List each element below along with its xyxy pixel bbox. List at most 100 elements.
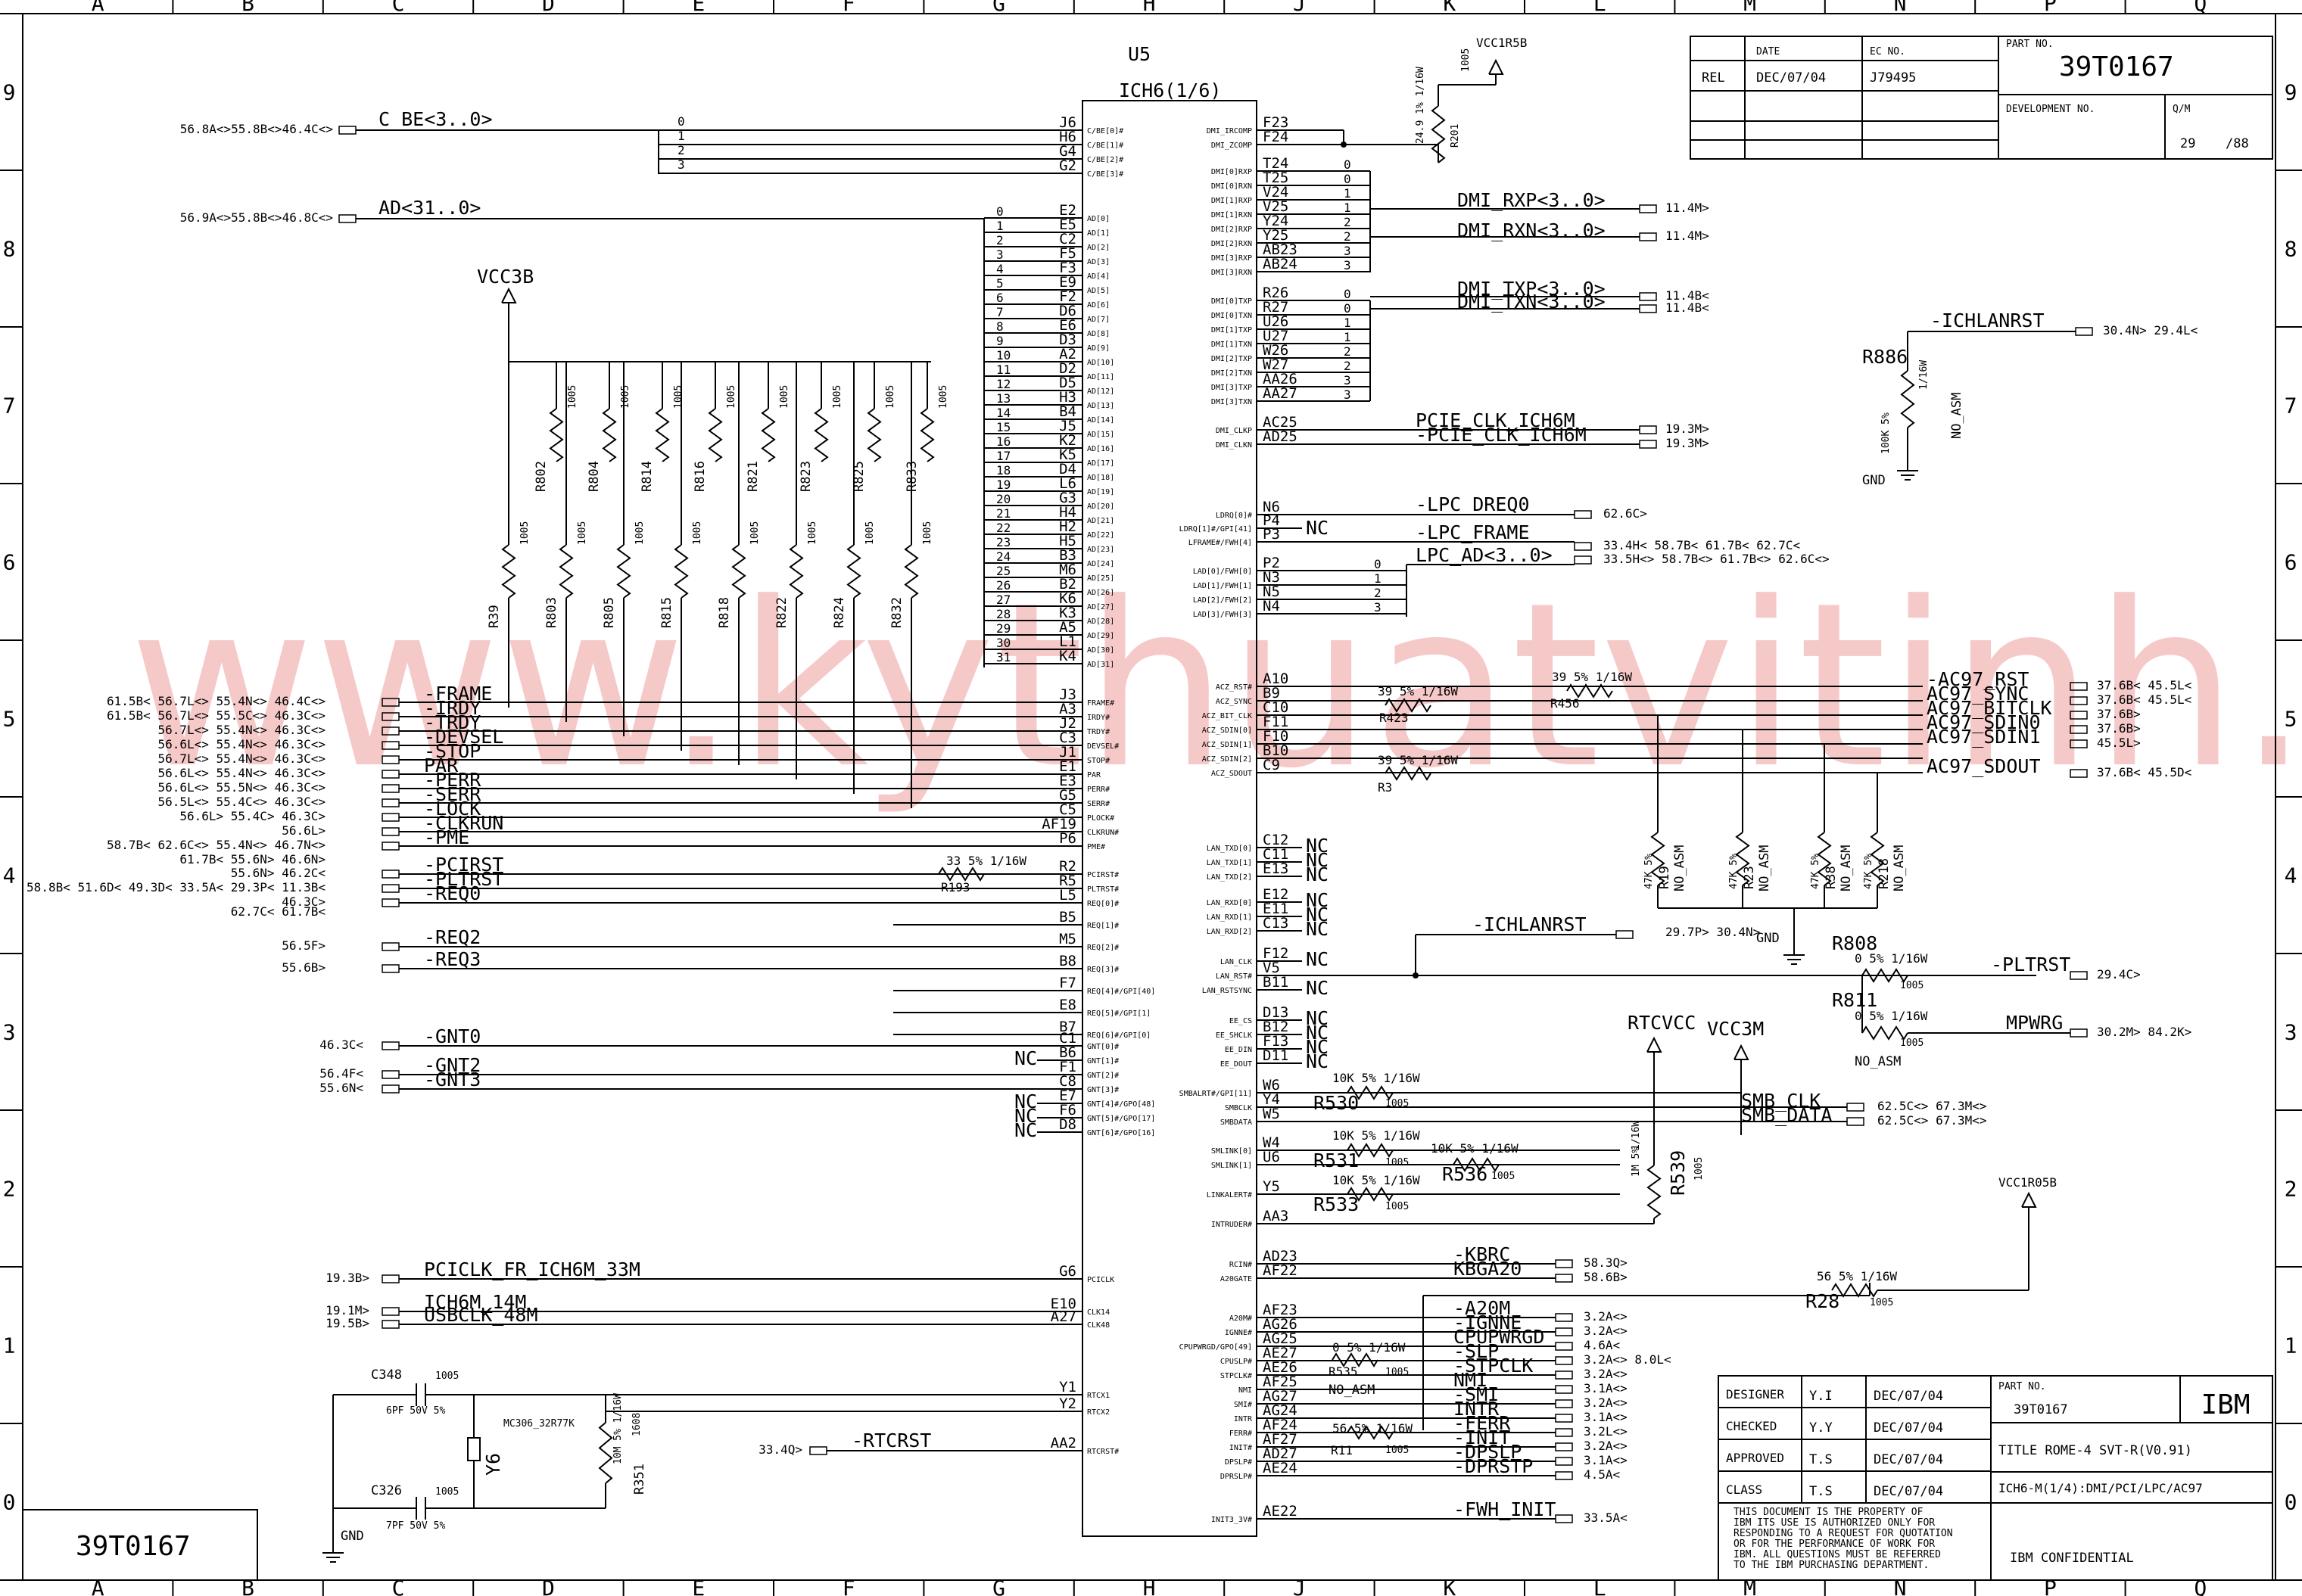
- pin-name: AD[31]: [1087, 661, 1114, 669]
- resistor-r539: [1646, 1165, 1662, 1219]
- pin-name: INTR: [1234, 1415, 1253, 1423]
- resistor-pkg: 1005: [634, 521, 646, 545]
- pin-name: DPRSLP#: [1220, 1473, 1252, 1481]
- pin-number: R5: [1059, 873, 1076, 889]
- bus-index: 27: [996, 593, 1011, 607]
- pin-name: LAN_RXD[1]: [1207, 913, 1252, 922]
- pin-name: CPUPWRGD/GPO[49]: [1179, 1343, 1252, 1352]
- bus-index: 5: [996, 276, 1004, 291]
- pin-number: D13: [1263, 1004, 1288, 1021]
- net-ref: 19.3B>: [326, 1271, 369, 1285]
- notice-line: IBM. ALL QUESTIONS MUST BE REFERRED: [1734, 1549, 1941, 1560]
- resistor-pkg: 1005: [1693, 1157, 1705, 1181]
- pin-number: A10: [1263, 670, 1288, 687]
- net-ref: 3.2A<>: [1584, 1367, 1628, 1381]
- resistor-refdes: R805: [602, 597, 617, 628]
- pin-number: F1: [1059, 1059, 1076, 1075]
- signal-name: -GNT3: [424, 1069, 481, 1090]
- pin-number: F11: [1263, 714, 1288, 730]
- pin-name: LAN_RSTSYNC: [1202, 987, 1252, 995]
- off-sheet-connector: [382, 1070, 400, 1079]
- ec-number: J79495: [1870, 70, 1916, 86]
- resistor-refdes: R821: [746, 461, 761, 492]
- pin-number: C10: [1263, 699, 1288, 716]
- no-connect: NC: [1306, 517, 1329, 539]
- pin-number: F2: [1059, 288, 1076, 305]
- resistor-value: 100K 5%: [1880, 412, 1892, 454]
- grid-row-label: 5: [3, 707, 16, 732]
- net-ref: 62.5C<> 67.3M<>: [1877, 1113, 1987, 1128]
- no-asm-label: NO_ASM: [1949, 393, 1964, 439]
- signal-name: -FWH_INIT: [1453, 1498, 1556, 1520]
- ground-label: GND: [1862, 473, 1886, 488]
- resistor-value: 39 5% 1/16W: [1552, 670, 1632, 684]
- notice-line: TO THE IBM PURCHASING DEPARTMENT.: [1734, 1560, 1929, 1571]
- no-connect: NC: [1306, 849, 1329, 871]
- pin-name: REQ[2]#: [1087, 944, 1119, 952]
- pin-name: ACZ_SYNC: [1216, 698, 1252, 706]
- resistor-refdes: R536: [1442, 1163, 1487, 1185]
- no-connect: NC: [1306, 977, 1329, 999]
- resistor-refdes: R3: [1378, 780, 1392, 795]
- resistor-r808: [1861, 968, 1908, 983]
- page-total: /88: [2226, 136, 2249, 151]
- net-ref: 37.6B>: [2097, 707, 2141, 721]
- net-ref: 62.7C< 61.7B<: [231, 904, 326, 919]
- resistor: [1347, 1085, 1394, 1100]
- grid-row-label: 3: [3, 1020, 16, 1045]
- net-ref: 33.4H< 58.7B< 61.7B< 62.7C<: [1603, 538, 1800, 552]
- pin-name: DMI_CLKN: [1216, 441, 1252, 450]
- pin-name: DMI[3]TXP: [1211, 384, 1252, 392]
- pin-name: C/BE[0]#: [1087, 127, 1123, 135]
- resistor-refdes: R530: [1313, 1092, 1359, 1114]
- resistor-refdes: R39: [487, 605, 502, 628]
- grid-row-label: 0: [2285, 1490, 2297, 1515]
- resistor-refdes: R193: [941, 880, 970, 894]
- bus-index: 24: [996, 549, 1011, 564]
- pin-name: DMI_CLKP: [1216, 427, 1252, 435]
- resistor-pkg: 1005: [1385, 1098, 1409, 1109]
- pin-number: B7: [1059, 1019, 1076, 1035]
- bus-index: 13: [996, 391, 1011, 406]
- off-sheet-connector: [2070, 696, 2088, 705]
- junction-dot: [1341, 142, 1347, 148]
- pin-number: H5: [1059, 533, 1076, 549]
- power-arrow: [1734, 1044, 1749, 1060]
- pin-number: C3: [1059, 730, 1076, 746]
- grid-row-label: 4: [2285, 863, 2297, 888]
- pin-number: K3: [1059, 605, 1076, 621]
- resistor-refdes: R823: [799, 461, 814, 492]
- off-sheet-connector: [1639, 292, 1657, 301]
- bus-name: LPC_AD<3..0>: [1416, 544, 1553, 566]
- bus-index: 2: [1344, 344, 1351, 359]
- resistor-pkg: 1005: [577, 521, 588, 545]
- net-ref: 3.2A<>: [1584, 1324, 1628, 1338]
- pin-name: DMI[1]TXN: [1211, 341, 1252, 349]
- resistor-refdes: R816: [693, 461, 708, 492]
- resistor: [674, 544, 689, 599]
- pin-number: C2: [1059, 231, 1076, 247]
- grid-col-label: A: [92, 1576, 104, 1596]
- resistor-pkg: 1005: [749, 521, 761, 545]
- signal-name: -FERR: [1453, 1412, 1511, 1434]
- power-arrow: [1646, 1036, 1662, 1053]
- signal-name: -ICHLANRST: [1472, 913, 1587, 935]
- bus-name: DMI_RXP<3..0>: [1457, 189, 1606, 211]
- pin-number: D6: [1059, 303, 1076, 319]
- off-sheet-connector: [2070, 711, 2088, 720]
- pin-number: P3: [1263, 526, 1280, 543]
- power-arrow: [2021, 1191, 2037, 1208]
- net-ref: 11.4B<: [1665, 300, 1709, 315]
- no-connect: NC: [1014, 1047, 1037, 1069]
- net-ref: 33.5H<> 58.7B<> 61.7B<> 62.6C<>: [1603, 552, 1830, 566]
- chip-name: ICH6(1/6): [1119, 79, 1221, 101]
- resistor-pkg: 1005: [922, 521, 933, 545]
- resistor-pkg: 1005: [779, 385, 790, 409]
- resistor-value: 47K 5%: [1643, 854, 1655, 889]
- resistor: [761, 408, 776, 462]
- pin-name: AD[6]: [1087, 301, 1110, 310]
- resistor-refdes: R201: [1450, 124, 1461, 148]
- date-header: DATE: [1756, 46, 1780, 58]
- off-sheet-connector: [1555, 1385, 1573, 1394]
- bus-index: 3: [1344, 387, 1351, 402]
